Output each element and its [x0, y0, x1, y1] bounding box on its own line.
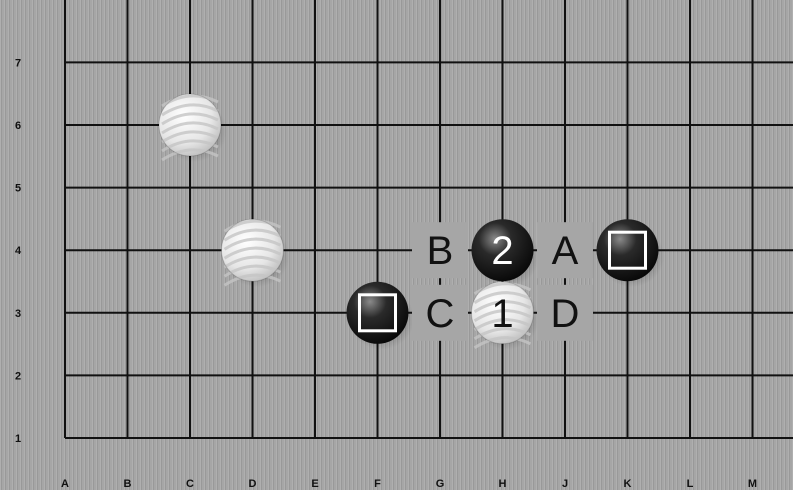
row-label-1: 1: [15, 433, 21, 445]
row-label-2: 2: [15, 370, 21, 382]
column-label-E: E: [311, 478, 318, 490]
column-label-K: K: [624, 478, 632, 490]
row-label-6: 6: [15, 120, 21, 132]
row-label-7: 7: [15, 57, 21, 69]
column-label-M: M: [748, 478, 757, 490]
white-stone-C6[interactable]: [159, 94, 227, 162]
column-label-A: A: [61, 478, 69, 490]
black-stone-H4[interactable]: 2: [472, 219, 540, 287]
black-stone-K4[interactable]: [597, 219, 665, 287]
column-label-L: L: [687, 478, 694, 490]
white-stone-H3[interactable]: 1: [472, 282, 540, 350]
column-label-C: C: [186, 478, 194, 490]
white-stone-D4[interactable]: [222, 219, 290, 287]
column-label-G: G: [436, 478, 445, 490]
row-label-4: 4: [15, 245, 22, 257]
move-number-2: 2: [491, 229, 513, 273]
column-label-B: B: [124, 478, 132, 490]
column-label-H: H: [499, 478, 507, 490]
move-number-1: 1: [491, 292, 513, 336]
row-label-3: 3: [15, 308, 21, 320]
board-label-B: B: [427, 229, 454, 273]
board-label-A: A: [552, 229, 579, 273]
board-label-D: D: [551, 292, 580, 336]
column-label-D: D: [249, 478, 257, 490]
column-label-J: J: [562, 478, 568, 490]
black-stone-F3[interactable]: [347, 282, 415, 350]
board-label-C: C: [426, 292, 455, 336]
column-label-F: F: [374, 478, 381, 490]
row-label-5: 5: [15, 183, 21, 195]
